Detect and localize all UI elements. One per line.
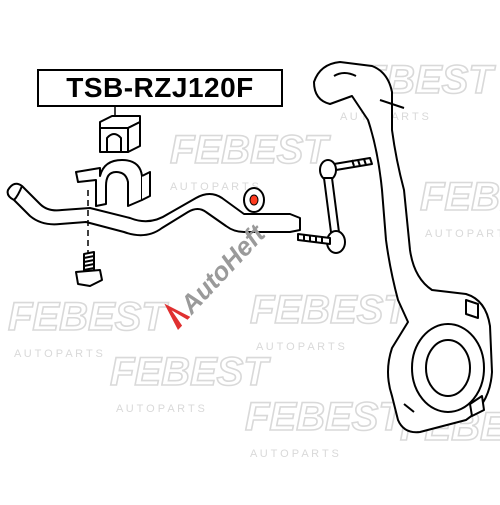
steering-knuckle xyxy=(313,61,493,434)
bushing-bracket xyxy=(75,159,151,207)
link-bushing xyxy=(243,187,265,213)
svg-text:A U T O P A R T S: A U T O P A R T S xyxy=(250,448,339,460)
febest-watermark: FEBEST A U T O P A R T S xyxy=(249,287,412,353)
svg-text:A U T O P A R T S: A U T O P A R T S xyxy=(14,348,103,360)
svg-text:FEBEST: FEBEST xyxy=(245,395,406,439)
svg-text:FEBEST: FEBEST xyxy=(8,295,169,339)
svg-text:A U T O P A R T S: A U T O P A R T S xyxy=(256,341,345,353)
svg-text:FEBEST: FEBEST xyxy=(250,288,411,332)
febest-watermark: FEBEST A U T O P A R T S xyxy=(244,394,407,460)
svg-text:FEBEST: FEBEST xyxy=(110,350,271,394)
svg-text:FEBEST: FEBEST xyxy=(170,128,331,172)
svg-text:FEBEST: FEBEST xyxy=(420,175,500,219)
part-number-label: TSB-RZJ120F xyxy=(37,69,283,107)
svg-text:A U T O P A R T S: A U T O P A R T S xyxy=(425,228,500,240)
mounting-bolt xyxy=(75,251,103,287)
stabilizer-bushing xyxy=(99,115,141,153)
stabilizer-bar xyxy=(6,182,301,237)
watermark-layer: FEBEST A U T O P A R T S FEBEST A U T O … xyxy=(7,57,500,460)
stabilizer-link xyxy=(297,157,373,254)
febest-watermark: FEBEST A U T O P A R T S xyxy=(419,174,500,240)
svg-text:A U T O P A R T S: A U T O P A R T S xyxy=(116,403,205,415)
febest-watermark: FEBEST A U T O P A R T S xyxy=(7,294,170,360)
febest-watermark: FEBEST A U T O P A R T S xyxy=(169,127,332,193)
svg-text:A U T O P A R T S: A U T O P A R T S xyxy=(170,181,259,193)
febest-watermark: FEBEST A U T O P A R T S xyxy=(109,349,272,415)
